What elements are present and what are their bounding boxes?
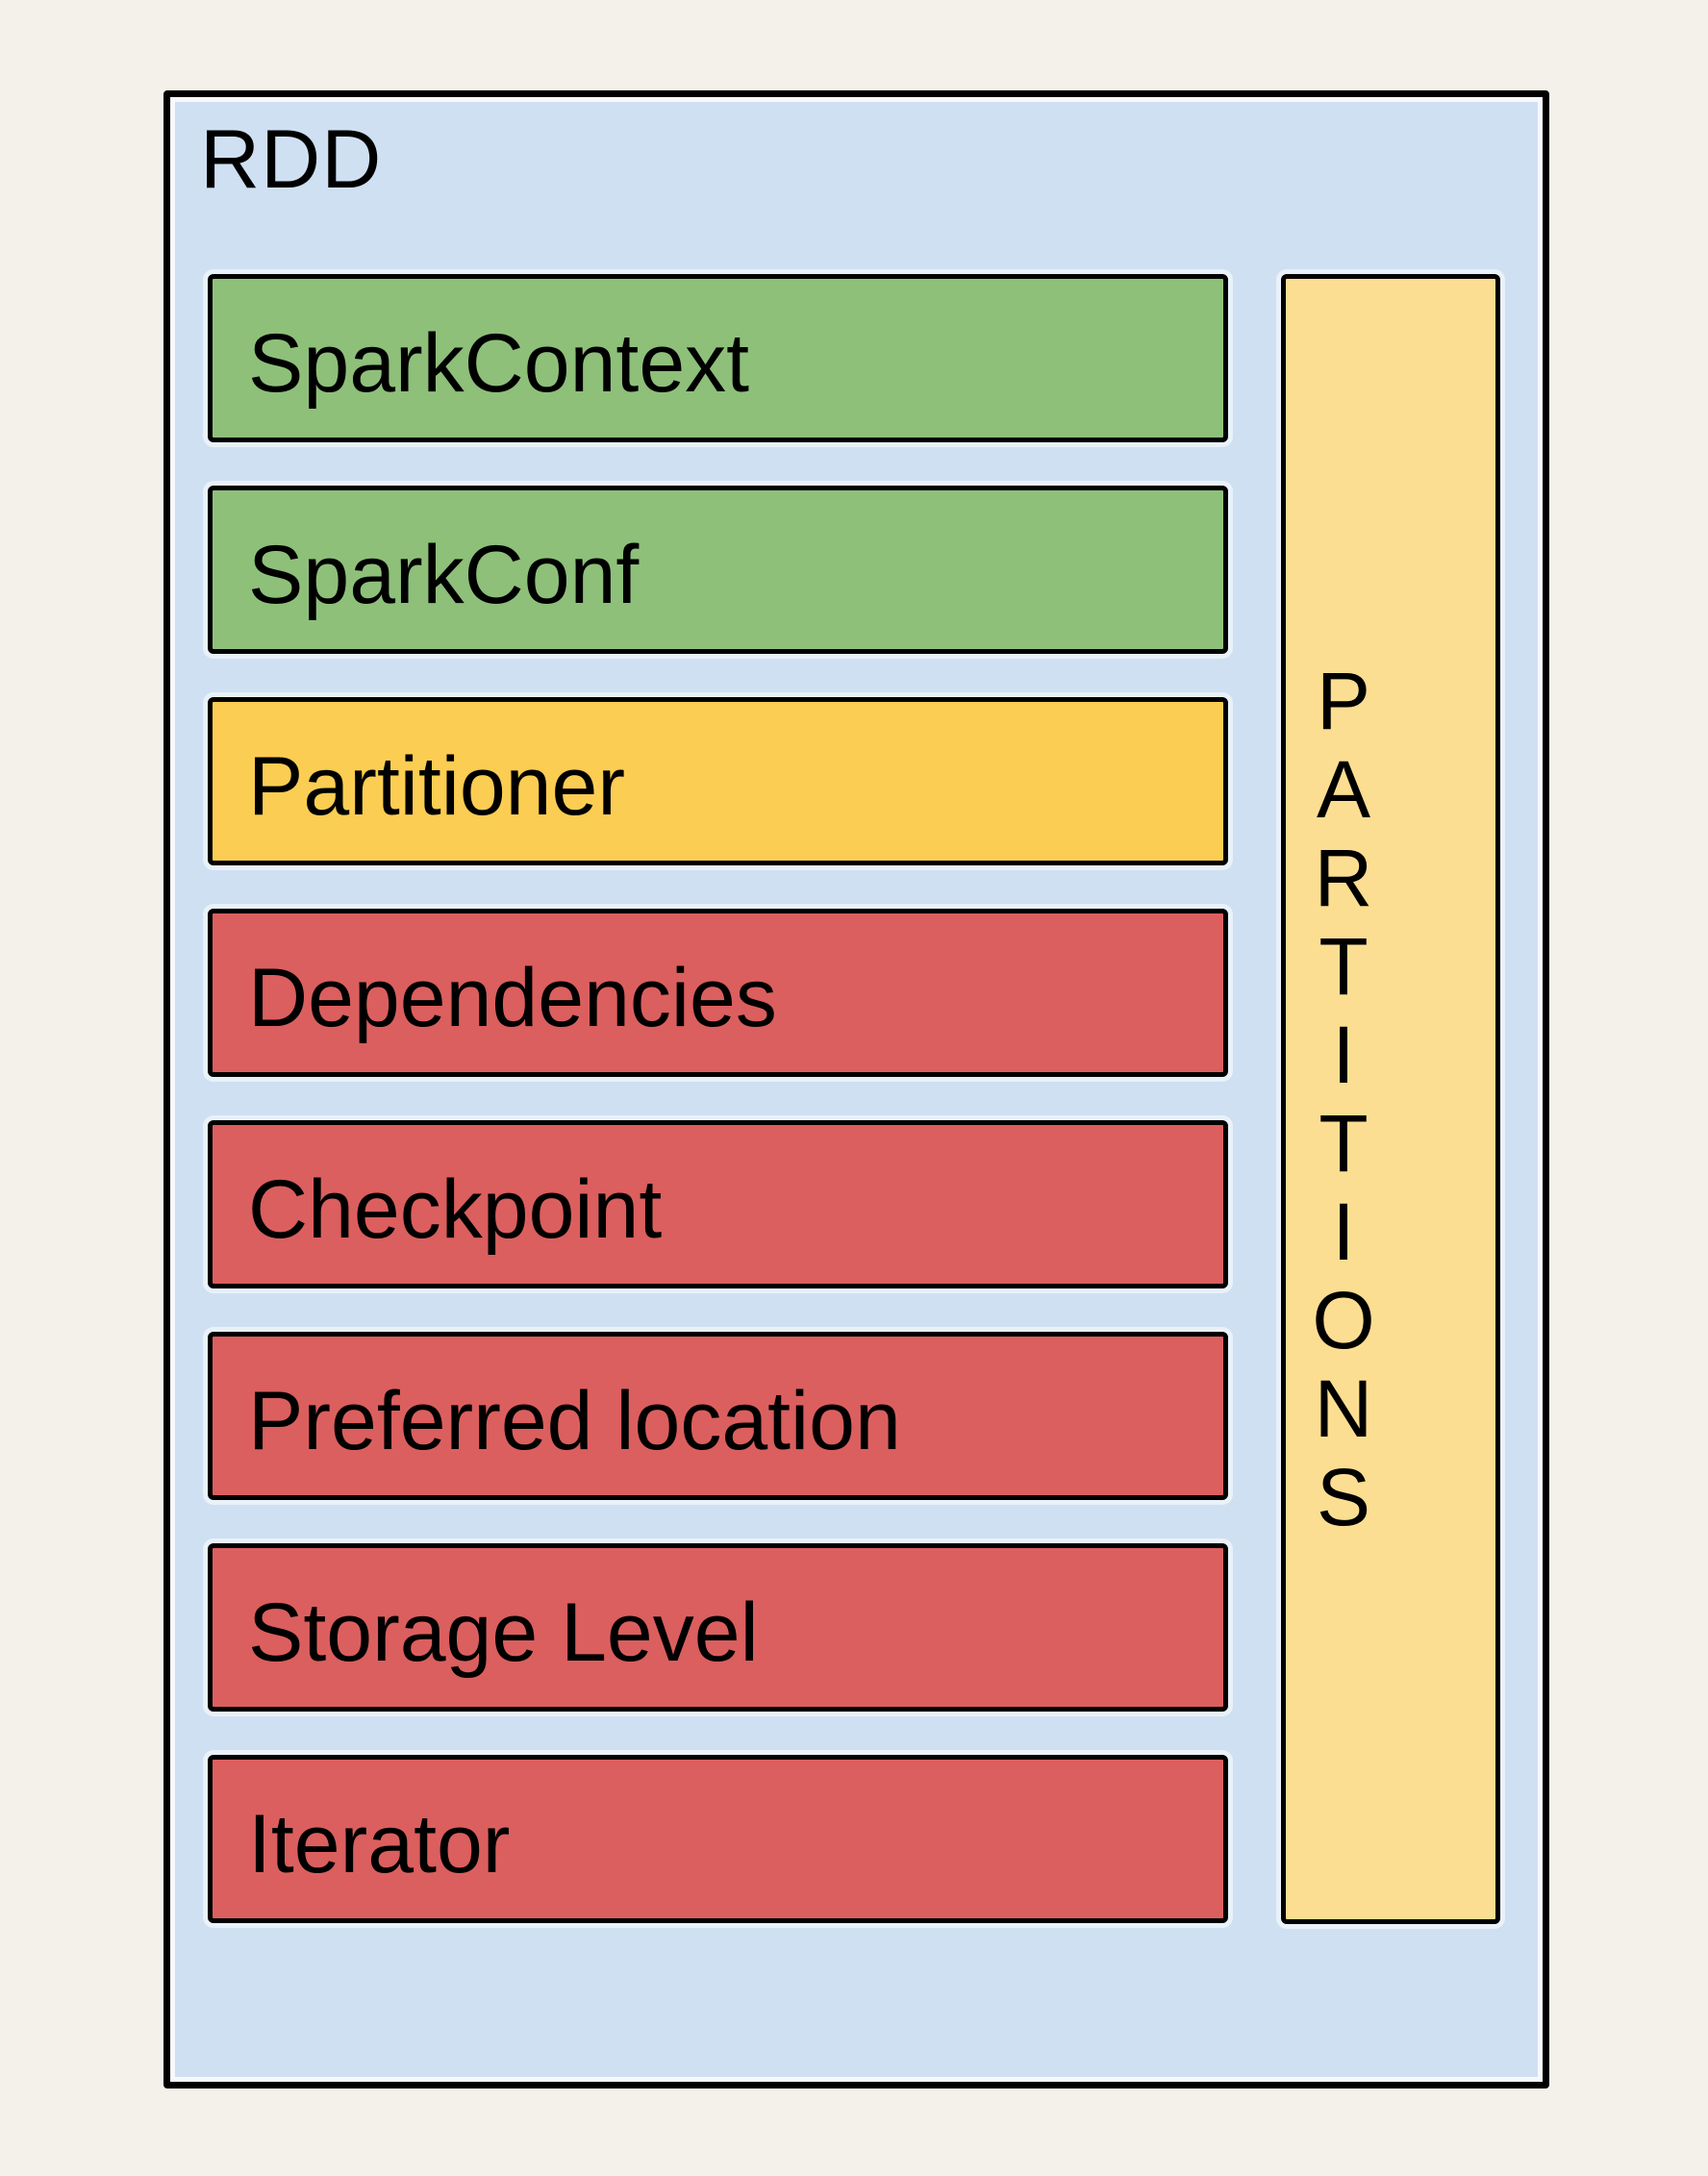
rdd-title: RDD <box>200 113 383 206</box>
attribute-box: Dependencies <box>208 909 1228 1077</box>
attribute-box: SparkConf <box>208 486 1228 654</box>
attribute-label: SparkContext <box>248 316 750 410</box>
partitions-letter: N <box>1314 1363 1373 1454</box>
attribute-label: Iterator <box>248 1797 511 1890</box>
attribute-label: Partitioner <box>248 739 625 833</box>
attribute-label: SparkConf <box>248 528 640 621</box>
attribute-label: Storage Level <box>248 1586 759 1679</box>
partitions-letter: T <box>1319 1098 1369 1188</box>
partitions-letter: R <box>1314 833 1373 923</box>
attribute-label: Checkpoint <box>248 1163 663 1256</box>
attribute-box: Preferred location <box>208 1332 1228 1500</box>
attribute-label: Preferred location <box>248 1374 901 1467</box>
attribute-box: SparkContext <box>208 274 1228 442</box>
partitions-letter: I <box>1332 1187 1355 1277</box>
rdd-container: RDD SparkContext SparkConf Partitioner D… <box>163 90 1549 2088</box>
attribute-list: SparkContext SparkConf Partitioner Depen… <box>208 274 1228 1923</box>
partitions-letter: S <box>1316 1452 1371 1542</box>
attribute-label: Dependencies <box>248 951 777 1044</box>
attribute-box: Iterator <box>208 1755 1228 1923</box>
attribute-box: Partitioner <box>208 697 1228 865</box>
partitions-letter: I <box>1332 1010 1355 1100</box>
partitions-letter: O <box>1312 1275 1375 1365</box>
attribute-box: Checkpoint <box>208 1120 1228 1288</box>
partitions-letter: T <box>1319 921 1369 1012</box>
attribute-box: Storage Level <box>208 1543 1228 1712</box>
partitions-letter: P <box>1316 656 1371 746</box>
partitions-letter: A <box>1316 744 1371 835</box>
